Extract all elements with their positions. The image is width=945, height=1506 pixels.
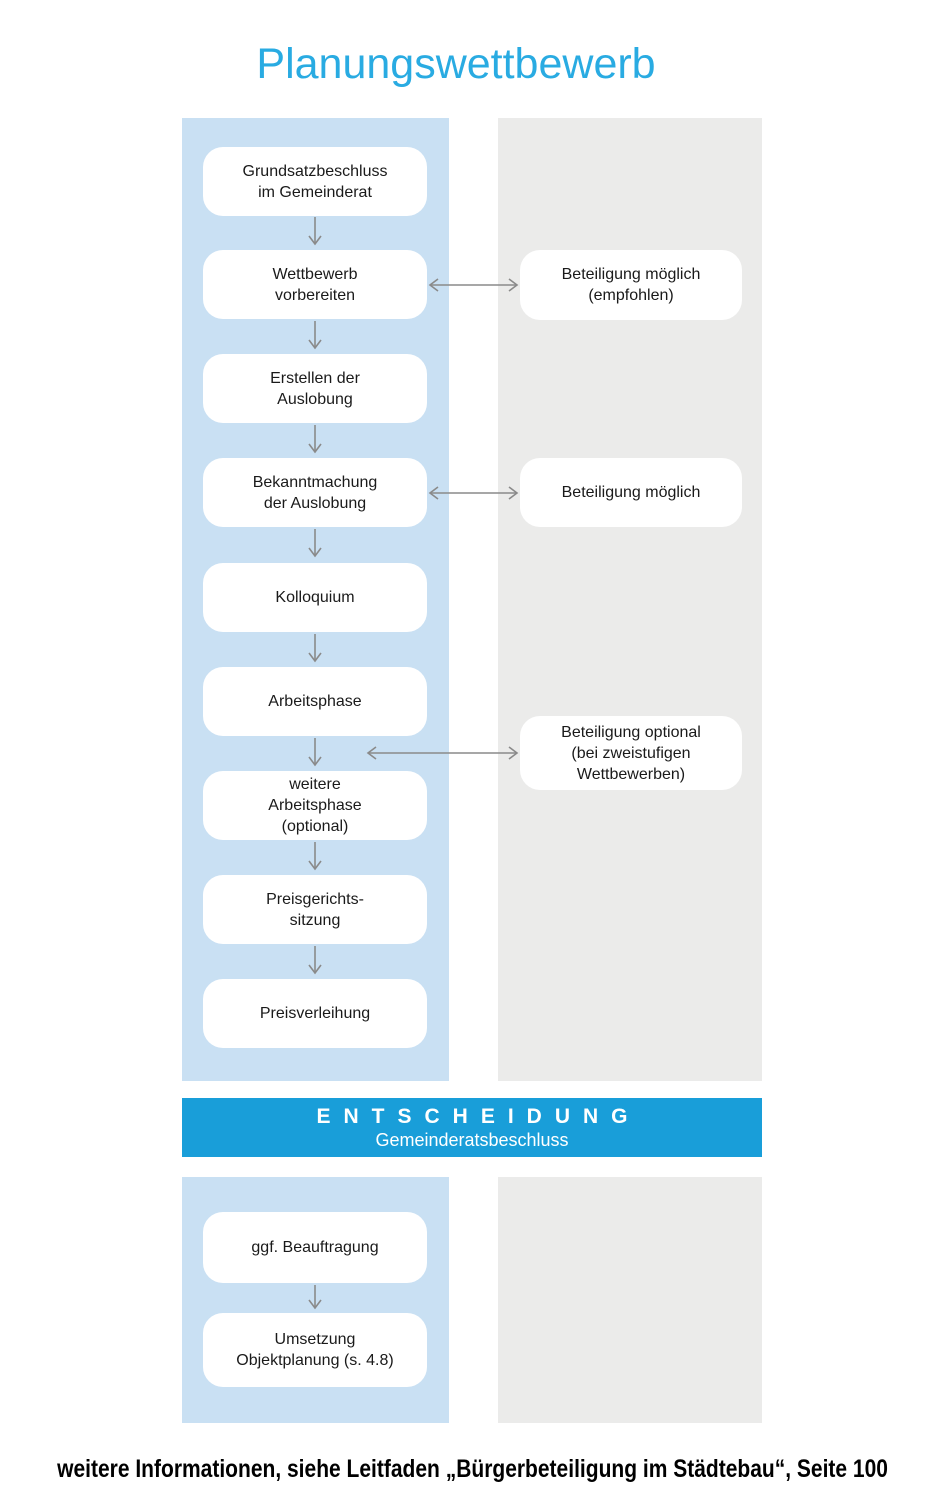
flow-step-preisverleihung: Preisverleihung — [203, 979, 427, 1048]
page-title: Planungswettbewerb — [256, 40, 656, 88]
arrow-down-icon — [308, 425, 322, 454]
footer-note: weitere Informationen, siehe Leitfaden „… — [0, 1455, 945, 1484]
flow-step-label: Preisgerichts- sitzung — [266, 890, 364, 929]
participation-label: Beteiligung möglich (empfohlen) — [561, 266, 701, 304]
decision-banner-title: ENTSCHEIDUNG — [316, 1105, 641, 1128]
flow-step-label: ggf. Beauftragung — [251, 1239, 379, 1256]
arrow-down-icon — [308, 738, 322, 767]
participation-box-moeglich-empfohlen: Beteiligung möglich (empfohlen) — [520, 250, 742, 320]
flow-step-label: Grundsatzbeschluss im Gemeinderat — [242, 162, 388, 201]
flow-step-label: Kolloquium — [275, 589, 355, 606]
footer-note-text: weitere Informationen, siehe Leitfaden „… — [57, 1455, 888, 1483]
arrow-down-icon — [308, 321, 322, 350]
flow-step-label: weitere Arbeitsphase (optional) — [268, 776, 362, 835]
flow-step-label: Preisverleihung — [259, 1005, 371, 1022]
arrow-both-icon — [366, 746, 519, 760]
flow-step-wettbewerb-vorbereiten: Wettbewerb vorbereiten — [203, 250, 427, 319]
flow-step-preisgerichtssitzung: Preisgerichts- sitzung — [203, 875, 427, 944]
flow-step-bekanntmachung: Bekanntmachung der Auslobung — [203, 458, 427, 527]
flow-step-label: Bekanntmachung der Auslobung — [252, 473, 378, 512]
decision-banner-subtitle: Gemeinderatsbeschluss — [375, 1130, 569, 1150]
arrow-down-icon — [308, 1285, 322, 1310]
flow-step-label: Arbeitsphase — [268, 693, 362, 710]
arrow-down-icon — [308, 634, 322, 663]
post-decision-gray-background — [498, 1177, 762, 1423]
arrow-down-icon — [308, 217, 322, 246]
arrow-down-icon — [308, 529, 322, 558]
flow-step-weitere-arbeitsphase: weitere Arbeitsphase (optional) — [203, 771, 427, 840]
arrow-down-icon — [308, 842, 322, 871]
decision-banner: ENTSCHEIDUNG Gemeinderatsbeschluss — [182, 1098, 762, 1157]
flow-step-erstellen-auslobung: Erstellen der Auslobung — [203, 354, 427, 423]
participation-box-optional: Beteiligung optional (bei zweistufigen W… — [520, 716, 742, 790]
arrow-both-icon — [428, 278, 519, 292]
arrow-both-icon — [428, 486, 519, 500]
flow-step-kolloquium: Kolloquium — [203, 563, 427, 632]
arrow-down-icon — [308, 946, 322, 975]
flow-step-label: Umsetzung Objektplanung (s. 4.8) — [236, 1331, 394, 1369]
flow-step-label: Erstellen der Auslobung — [270, 369, 360, 408]
flow-step-beauftragung: ggf. Beauftragung — [203, 1212, 427, 1283]
flow-step-label: Wettbewerb vorbereiten — [272, 265, 358, 304]
flow-step-arbeitsphase: Arbeitsphase — [203, 667, 427, 736]
participation-label: Beteiligung möglich — [561, 484, 701, 501]
flow-step-umsetzung: Umsetzung Objektplanung (s. 4.8) — [203, 1313, 427, 1387]
participation-label: Beteiligung optional (bei zweistufigen W… — [561, 723, 701, 783]
flow-step-grundsatzbeschluss: Grundsatzbeschluss im Gemeinderat — [203, 147, 427, 216]
participation-box-moeglich: Beteiligung möglich — [520, 458, 742, 527]
